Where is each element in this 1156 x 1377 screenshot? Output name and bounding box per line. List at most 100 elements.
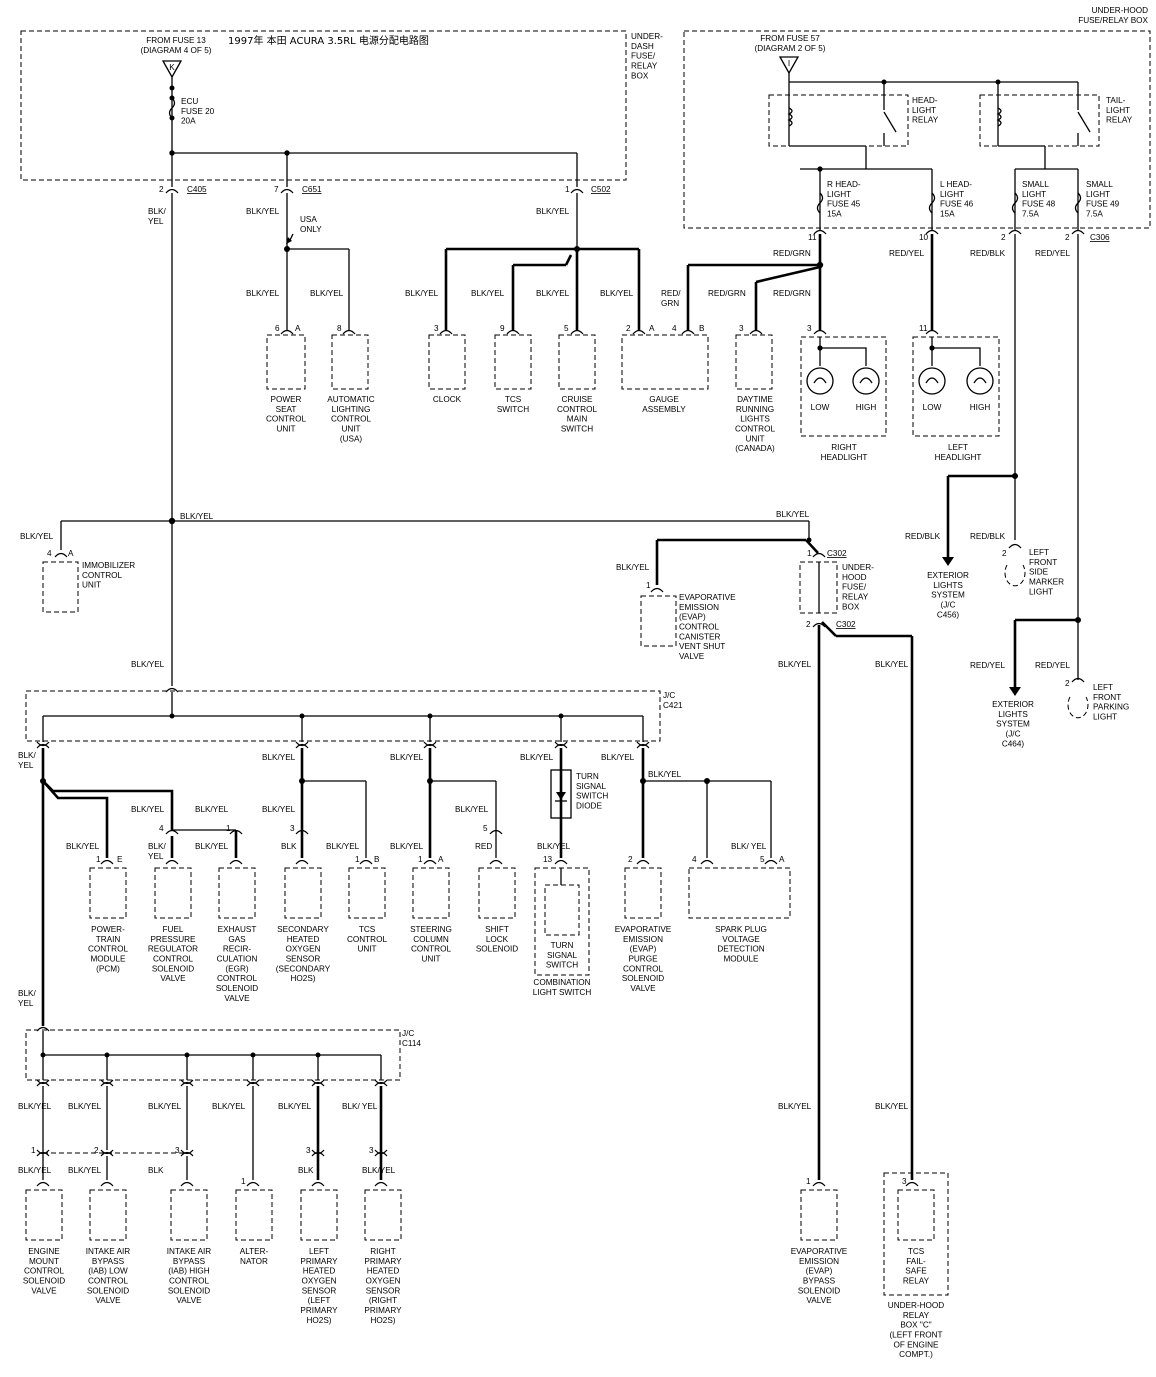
label-line: BYPASS — [92, 1257, 125, 1266]
wire-label: BLK/YEL — [180, 512, 214, 521]
wire-label: RED/YEL — [970, 661, 1005, 670]
label-line: (EVAP) — [630, 945, 657, 954]
label-line: (LEFT FRONT — [889, 1331, 942, 1340]
label-line: OXYGEN — [285, 945, 320, 954]
label-line: POWER- — [91, 925, 125, 934]
conn-c502: C502 — [591, 185, 611, 194]
label-line: FROM FUSE 57 — [760, 34, 820, 43]
label-line: VALVE — [806, 1296, 832, 1305]
wire-label: BLK/YEL — [778, 1102, 812, 1111]
label-line: VENT SHUT — [679, 642, 725, 651]
pin-drl: 3 — [739, 324, 744, 333]
pin-so2: 3 — [290, 824, 295, 833]
pin-c302-2: 2 — [806, 620, 811, 629]
pin-mark: B — [374, 855, 380, 864]
label-line: FRONT — [1093, 693, 1121, 702]
label-line: OF ENGINE — [893, 1340, 939, 1349]
label-line: SYSTEM — [931, 591, 965, 600]
label-line: 15A — [940, 210, 955, 219]
label-line: (EVAP) — [679, 613, 706, 622]
label-line: YEL — [148, 852, 164, 861]
automatic-lighting-control-unit — [331, 334, 369, 390]
wire-label: BLK/YEL — [68, 1102, 102, 1111]
label-line: VALVE — [31, 1286, 57, 1295]
pin-fpr-1: 1 — [226, 824, 231, 833]
pin-iab-high: 3 — [175, 1146, 180, 1155]
pin-epc: 2 — [628, 855, 633, 864]
wire-label: BLK/YEL — [262, 805, 296, 814]
label-line: RECIR- — [223, 945, 251, 954]
left-high-bulb-icon — [966, 367, 994, 395]
label-line: UNDER- — [842, 563, 874, 572]
engine-mount-control-solenoid-valve — [25, 1189, 63, 1241]
fuse13-source-triangle — [161, 60, 183, 79]
label-line: HEATED — [287, 935, 320, 944]
pin-ro2: 3 — [369, 1146, 374, 1155]
label-line: LIGHT — [1106, 106, 1130, 115]
pin-mark: A — [68, 549, 74, 558]
label-line: SPARK PLUG — [715, 925, 767, 934]
label-line: CONTROL — [88, 1277, 128, 1286]
label-line: COLUMN — [413, 935, 449, 944]
label-line: BOX — [631, 71, 649, 80]
label-line: SMALL — [1086, 180, 1113, 189]
label-line: 7.5A — [1086, 210, 1103, 219]
exterior-lights-arrow-icon — [942, 557, 954, 566]
wire-label: RED/GRN — [708, 289, 746, 298]
label-line: RELAY — [903, 1311, 930, 1320]
wire-label: BLK/ YEL — [731, 842, 767, 851]
label-line: BLK/YEL — [18, 1102, 52, 1111]
label-line: LIGHTING — [332, 405, 371, 414]
label-line: CONTROL — [331, 415, 371, 424]
label-line: HO2S) — [290, 974, 315, 983]
label-line: C456) — [937, 610, 960, 619]
wire-label: BLK/YEL — [390, 842, 424, 851]
label-line: SOLENOID — [622, 974, 664, 983]
wire-label: BLK/YEL — [148, 1102, 182, 1111]
wire-label: RED/GRN — [773, 289, 811, 298]
fuel-pressure-regulator-solenoid — [154, 867, 192, 919]
clock — [428, 334, 466, 390]
conn-c651: C651 — [302, 185, 322, 194]
fuse13-source-tag: K — [169, 63, 175, 72]
egr-control-solenoid-valve — [218, 867, 256, 919]
label-line: CONTROL — [557, 405, 597, 414]
pin-ts: 13 — [543, 855, 553, 864]
wire-label: BLK/YEL — [246, 207, 280, 216]
label-line: MAIN — [567, 415, 588, 424]
wire-label: RED/YEL — [1035, 661, 1070, 670]
label-line: HEADLIGHT — [821, 453, 868, 462]
pin-gauge-11: 2 — [626, 324, 631, 333]
alternator — [235, 1189, 273, 1241]
wire-label: RED/GRN — [773, 249, 811, 258]
power-seat-control-unit — [266, 334, 306, 390]
label-line: HOOD — [842, 573, 867, 582]
label-line: PRESSURE — [150, 935, 196, 944]
label-line: CRUISE — [562, 395, 593, 404]
label-line: YEL — [18, 999, 34, 1008]
label-line: CONTROL — [735, 425, 775, 434]
wire-label: BLK/YEL — [131, 660, 165, 669]
label-line: LEFT — [948, 443, 968, 452]
label-line: FUSE/RELAY BOX — [1078, 16, 1148, 25]
label-line: EVAPORATIVE — [791, 1247, 848, 1256]
tcs-control-unit — [348, 867, 386, 919]
wire-label: BLK/YEL — [262, 753, 296, 762]
label-line: REGULATOR — [148, 945, 198, 954]
pin-clock: 3 — [434, 324, 439, 333]
fuse13-source-label: FROM FUSE 13(DIAGRAM 4 OF 5) — [141, 36, 212, 55]
turn-signal-switch — [544, 884, 580, 936]
label-line: POWER — [271, 395, 302, 404]
